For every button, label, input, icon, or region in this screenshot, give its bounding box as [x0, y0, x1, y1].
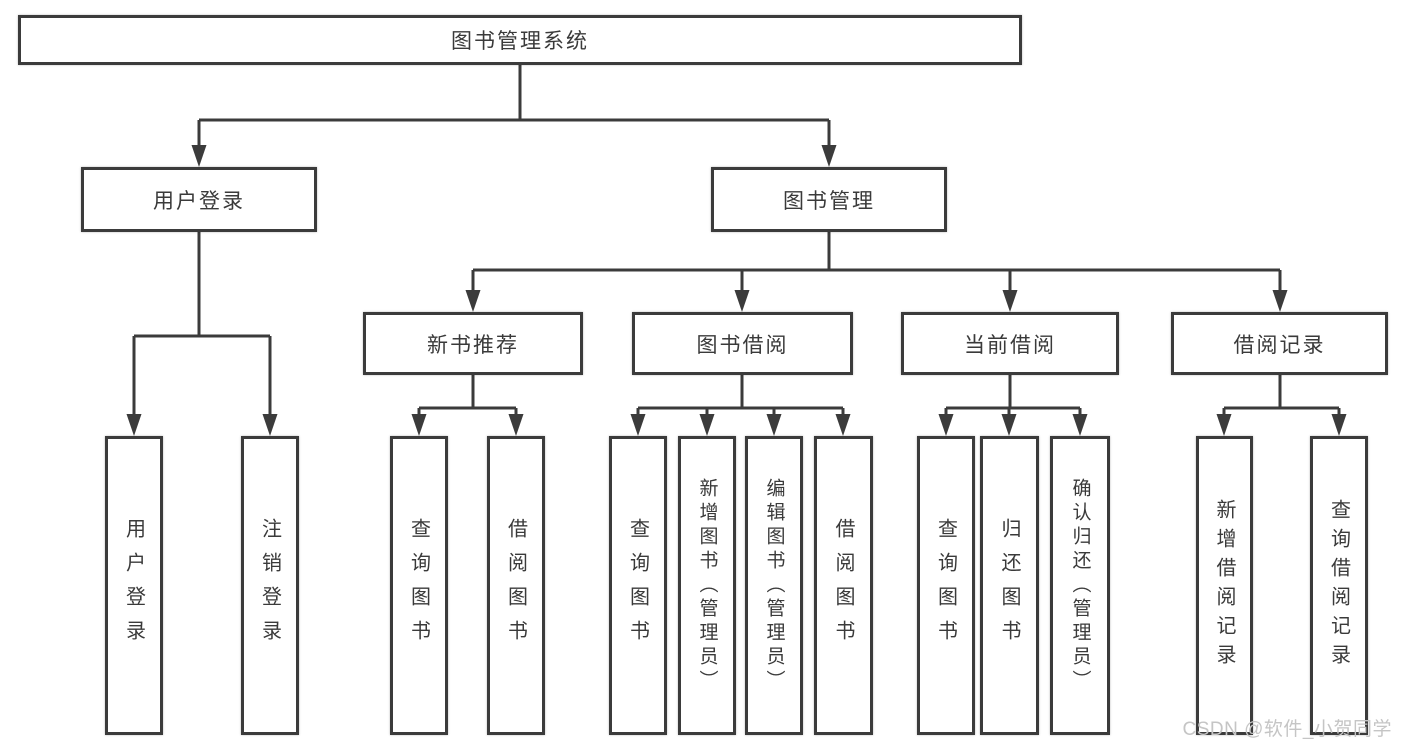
- node-label: 图书管理: [783, 189, 875, 213]
- node-book-borrow: 图书借阅: [632, 312, 853, 375]
- leaf-user-login: 用户登录: [105, 436, 163, 735]
- leaf-add-borrow-record: 新增借阅记录: [1196, 436, 1253, 735]
- node-label: 借阅图书: [832, 517, 854, 654]
- node-library-management-system: 图书管理系统: [18, 15, 1022, 65]
- node-label: 查询图书: [407, 517, 430, 654]
- node-label: 新书推荐: [427, 333, 519, 357]
- node-label: 当前借阅: [964, 333, 1056, 357]
- leaf-confirm-return-admin: 确认归还（管理员）: [1050, 436, 1110, 735]
- leaf-query-books-current: 查询图书: [917, 436, 975, 735]
- arrowheads: [126, 145, 1347, 436]
- leaf-query-borrow-record: 查询借阅记录: [1310, 436, 1368, 735]
- node-label: 查询图书: [934, 517, 957, 654]
- node-borrow-records: 借阅记录: [1171, 312, 1388, 375]
- leaf-borrow-books-recommend: 借阅图书: [487, 436, 545, 735]
- node-label: 注销登录: [258, 517, 281, 654]
- leaf-logout: 注销登录: [241, 436, 299, 735]
- node-label: 新增借阅记录: [1213, 498, 1235, 673]
- leaf-query-books-recommend: 查询图书: [390, 436, 448, 735]
- csdn-watermark: CSDN @软件_小贺同学: [1182, 719, 1392, 740]
- leaf-borrow-books: 借阅图书: [814, 436, 873, 735]
- node-label: 查询图书: [626, 517, 649, 654]
- leaf-add-book-admin: 新增图书（管理员）: [678, 436, 736, 735]
- node-label: 新增图书（管理员）: [696, 477, 718, 694]
- node-label: 归还图书: [998, 517, 1020, 654]
- leaf-edit-book-admin: 编辑图书（管理员）: [745, 436, 803, 735]
- node-label: 图书借阅: [696, 333, 789, 357]
- node-current-borrow: 当前借阅: [901, 312, 1119, 375]
- node-label: 用户登录: [122, 517, 145, 654]
- node-label: 用户登录: [153, 189, 245, 213]
- node-label: 图书管理系统: [451, 30, 589, 53]
- leaf-return-book: 归还图书: [980, 436, 1039, 735]
- node-book-management: 图书管理: [711, 167, 947, 232]
- node-new-book-recommend: 新书推荐: [363, 312, 583, 375]
- node-user-login: 用户登录: [81, 167, 317, 232]
- node-label: 确认归还（管理员）: [1069, 477, 1091, 694]
- node-label: 查询借阅记录: [1327, 498, 1350, 673]
- node-label: 编辑图书（管理员）: [763, 477, 785, 694]
- node-label: 借阅记录: [1233, 333, 1326, 357]
- node-label: 借阅图书: [504, 517, 527, 654]
- leaf-query-books-borrow: 查询图书: [609, 436, 667, 735]
